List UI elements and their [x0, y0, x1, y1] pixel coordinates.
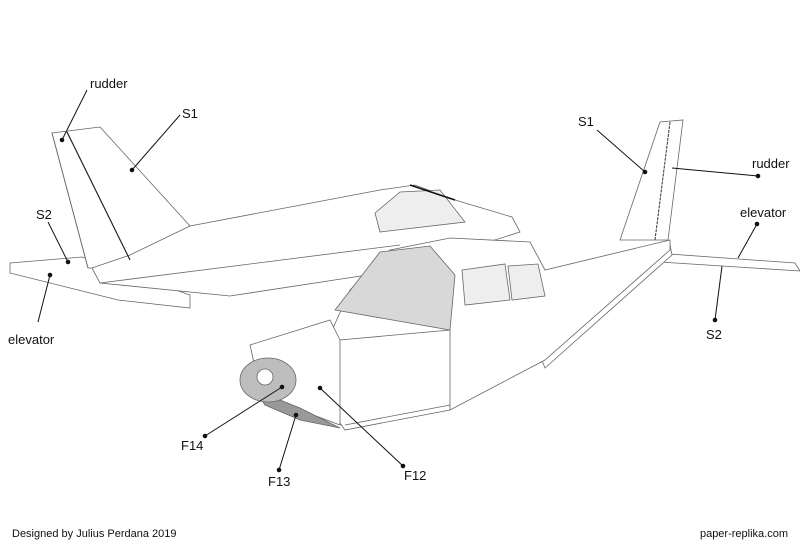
label-elevator-right: elevator — [740, 205, 787, 220]
label-f14: F14 — [181, 438, 204, 453]
rear-fuselage-line — [99, 244, 401, 284]
label-rudder-left: rudder — [90, 76, 128, 91]
front-windshield — [334, 245, 456, 331]
rudder-hinge — [51, 132, 89, 269]
label-f13: F13 — [268, 474, 291, 489]
propeller-hub-icon — [256, 368, 274, 386]
label-s1-left: S1 — [182, 106, 198, 121]
rear-airplane — [9, 126, 521, 309]
rear-canopy — [374, 189, 466, 233]
label-s1-right: S1 — [578, 114, 594, 129]
label-f12: F12 — [404, 468, 427, 483]
label-rudder-right: rudder — [752, 156, 790, 171]
front-airplane — [239, 119, 800, 431]
footer-website: paper-replika.com — [699, 528, 788, 540]
footer-designer: Designed by Julius Perdana 2019 — [12, 528, 177, 540]
front-side-windows — [461, 263, 511, 306]
rudder-edge — [66, 131, 131, 261]
label-s2-left: S2 — [36, 207, 52, 222]
front-fin — [619, 119, 684, 241]
leader-lines — [37, 89, 761, 473]
label-elevator-left: elevator — [8, 332, 55, 347]
front-right-stabilizer — [654, 252, 800, 272]
label-s2-right: S2 — [706, 327, 722, 342]
